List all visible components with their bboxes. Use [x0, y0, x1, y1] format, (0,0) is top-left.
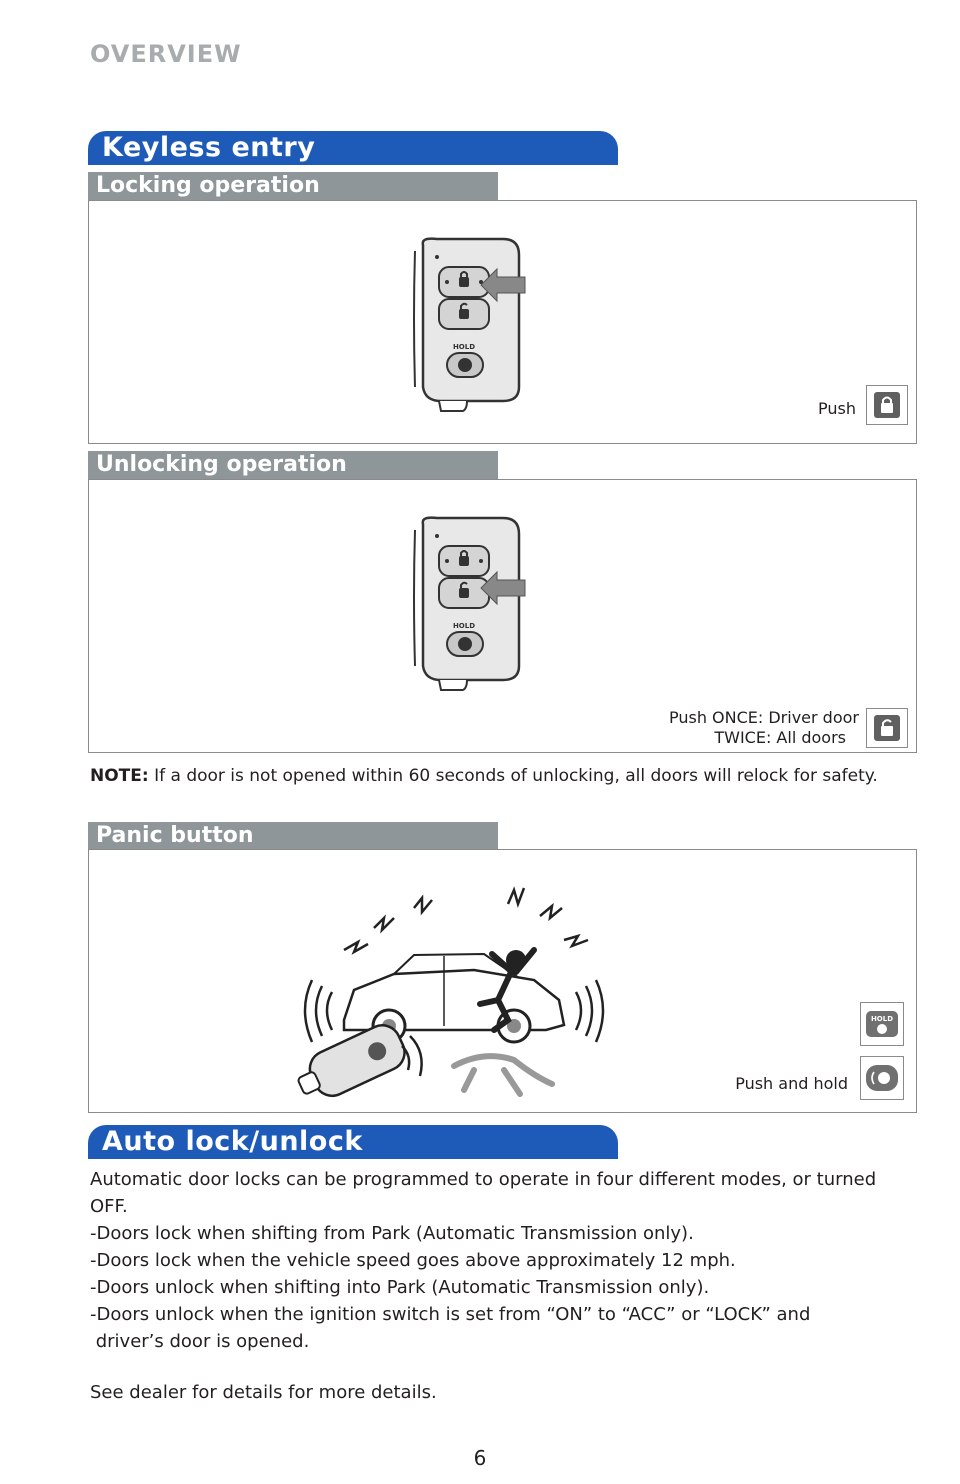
- key-fob-unlock-illustration: HOLD: [413, 516, 521, 691]
- auto-lock-item: -Doors unlock when shifting into Park (A…: [90, 1277, 710, 1298]
- auto-lock-item: -Doors unlock when the ignition switch i…: [90, 1304, 811, 1325]
- panic-alarm-illustration: [297, 886, 605, 1098]
- locking-operation-header: Locking operation: [88, 172, 498, 200]
- push-arrow-icon: [480, 267, 526, 303]
- relock-note: NOTE: If a door is not opened within 60 …: [90, 764, 910, 789]
- fob-hold-label: HOLD: [453, 343, 475, 351]
- unlocking-caption-line1: Push ONCE: Driver door: [668, 708, 859, 727]
- auto-lock-footer: See dealer for details for more details.: [90, 1382, 437, 1403]
- key-fob-lock-illustration: HOLD: [413, 237, 521, 412]
- locking-caption: Push: [818, 399, 856, 418]
- panic-icon: [860, 1056, 904, 1100]
- note-label: NOTE:: [90, 766, 149, 786]
- lock-closed-icon: [866, 385, 908, 425]
- auto-lock-banner: Auto lock/unlock: [88, 1125, 618, 1159]
- section-title: OVERVIEW: [90, 40, 242, 68]
- panic-hold-text: HOLD: [871, 1015, 893, 1023]
- fob-hold-label: HOLD: [453, 622, 475, 630]
- auto-lock-intro: Automatic door locks can be programmed t…: [90, 1169, 877, 1217]
- panic-caption: Push and hold: [735, 1074, 848, 1093]
- unlocking-caption-line2: TWICE: All doors: [714, 728, 846, 747]
- keyless-entry-banner: Keyless entry: [88, 131, 618, 165]
- page-number: 6: [473, 1446, 487, 1470]
- auto-lock-item: -Doors lock when shifting from Park (Aut…: [90, 1223, 694, 1244]
- push-arrow-icon: [480, 570, 526, 606]
- auto-lock-item: driver’s door is opened.: [90, 1331, 310, 1352]
- unlocking-panel: HOLD Push ONCE: Driver door TWICE: All d…: [88, 479, 917, 753]
- panic-button-header: Panic button: [88, 822, 498, 850]
- auto-lock-item: -Doors lock when the vehicle speed goes …: [90, 1250, 736, 1271]
- lock-open-icon: [866, 708, 908, 748]
- locking-panel: HOLD Push: [88, 200, 917, 444]
- unlocking-operation-header: Unlocking operation: [88, 451, 498, 479]
- panic-panel: HOLD Push and hold: [88, 849, 917, 1113]
- note-text: If a door is not opened within 60 second…: [148, 766, 878, 786]
- panic-hold-icon: HOLD: [860, 1002, 904, 1046]
